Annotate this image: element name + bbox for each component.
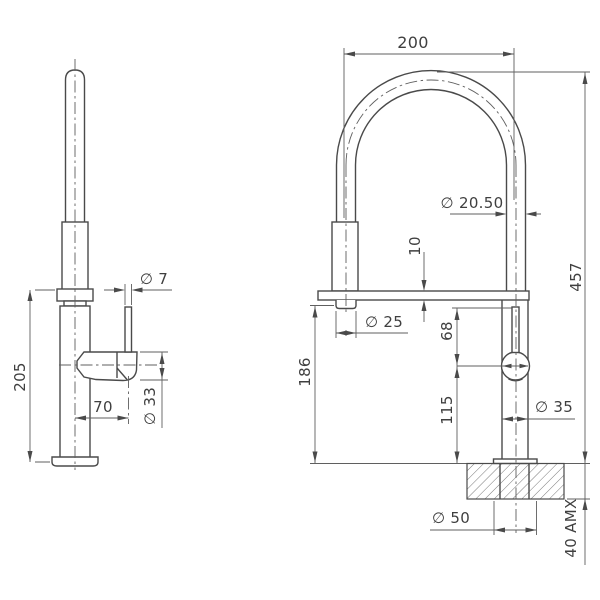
side-view-dimensions: 205 ∅ 7 70 ∅ 33 [11,270,172,463]
arrowhead [159,368,165,379]
front-view-dimensions: 200 457 ∅ 20.50 10 [296,33,590,565]
front-hose-right-leg [505,165,527,291]
dim-label-deck-thickness: 10 [406,236,424,256]
arrowhead [502,363,512,369]
arrowhead [345,330,356,336]
dim-label-handle-height: 115 [438,395,456,425]
dimension-handle-height: 115 [438,366,460,464]
arrowhead [525,211,537,217]
arrowhead [336,330,347,336]
arrowhead [503,51,514,57]
ball-diameter-arrows [457,363,529,369]
dim-label-bench-thickness: 40 AMX [562,498,580,557]
ext-line [493,501,537,535]
dimension-overall-height: 457 [437,71,590,464]
arrowhead [502,416,513,422]
arrowhead [27,290,33,301]
dim-label-body-diameter: ∅ 35 [535,398,573,416]
front-spout-sleeve [331,221,359,292]
arrowhead [75,415,86,421]
dimension-handle-offset: 70 [75,398,129,421]
dimension-side-height: 205 [11,289,55,463]
side-lever-rod [124,306,133,353]
front-ball-bottom-edge [508,378,523,382]
dim-label-spout-span: 200 [397,33,428,52]
front-hose-inner-arc [354,88,508,166]
front-shank [499,463,530,499]
front-deck-plate [317,290,530,301]
dimension-deck-thickness: 10 [406,236,427,322]
dimension-handle-diameter: ∅ 33 [140,351,168,428]
dim-label-overall-height: 457 [567,262,585,292]
front-lever-rod [511,306,520,354]
front-hose-outer-arc [335,69,527,166]
arrowhead [582,451,588,463]
dim-label-height: 205 [11,362,29,392]
dim-label-lever-diameter: ∅ 7 [140,270,168,288]
dimension-nozzle-clearance: 186 [296,305,334,464]
dimension-lever-diameter: ∅ 7 [104,270,172,305]
ext-line [35,289,55,463]
dim-label-handle-offset: 70 [93,398,113,416]
dim-label-nozzle-clearance: 186 [296,357,314,387]
dimension-lever-length: 68 [438,307,512,366]
front-view [310,69,590,533]
arrowhead [114,287,125,293]
dimension-body-diameter: ∅ 35 [502,398,575,422]
ext-line [124,284,132,305]
side-view [51,59,160,470]
dim-label-handle-diameter: ∅ 33 [141,387,159,425]
dimension-bench-thickness: 40 AMX [562,463,590,565]
arrowhead [454,354,460,365]
arrowhead [454,367,460,378]
front-hose-left-leg [335,165,357,222]
arrowhead [494,527,505,533]
arrowhead [582,73,588,84]
dim-label-lever-length: 68 [438,321,456,341]
dim-label-base-diameter: ∅ 50 [432,509,470,527]
front-base-flange [492,458,538,465]
front-hose-centerline-arc [345,79,517,166]
arrowhead [27,451,33,462]
arrowhead [131,287,143,293]
side-handle-cap-edge [116,367,128,380]
arrowhead [454,451,460,463]
side-handle-hub [76,351,138,382]
arrowhead [517,416,528,422]
arrowhead [421,280,427,291]
arrowhead [495,211,507,217]
arrowhead [159,353,165,364]
ext-line [343,48,515,218]
dim-label-nozzle-diameter: ∅ 25 [365,313,403,331]
front-body-tube [501,300,529,459]
dimension-nozzle-diameter: ∅ 25 [335,311,408,338]
dimension-hose-diameter: ∅ 20.50 [441,194,541,217]
dimension-base-diameter: ∅ 50 [430,501,537,535]
ext-line [335,311,357,338]
arrowhead [312,451,318,463]
bench-section-hatched [466,462,565,500]
arrowhead [582,499,588,510]
arrowhead [421,300,427,311]
arrowhead [519,363,529,369]
arrowhead [454,309,460,320]
arrowhead [117,415,129,421]
arrowhead [525,527,537,533]
dim-label-hose-diameter: ∅ 20.50 [441,194,504,212]
arrowhead [344,51,355,57]
dimension-spout-span: 200 [343,33,515,218]
arrowhead [312,306,318,318]
ext-line [140,351,168,381]
